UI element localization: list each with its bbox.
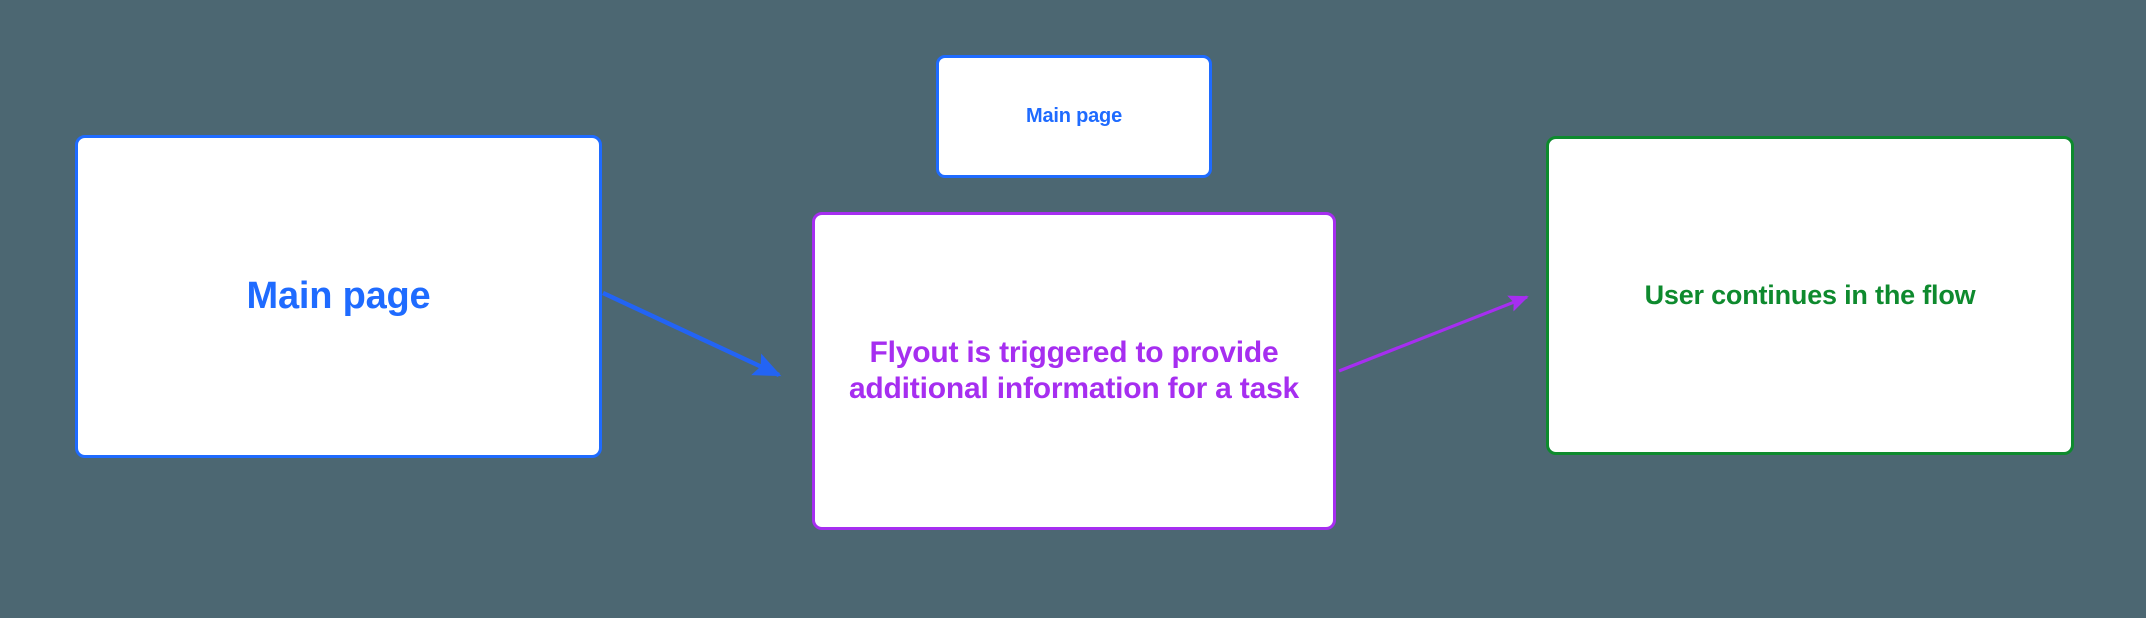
node-main-page-top-label: Main page [1026, 104, 1122, 127]
connector-main-page-to-flyout [602, 290, 782, 378]
node-main-page-left[interactable]: Main page [75, 135, 602, 458]
node-user-continues-label: User continues in the flow [1644, 279, 1976, 310]
node-flyout[interactable]: Flyout is triggered to provide additiona… [812, 212, 1336, 530]
node-user-continues[interactable]: User continues in the flow [1546, 136, 2074, 455]
connector-flyout-to-user-continues [1338, 295, 1529, 373]
node-main-page-top[interactable]: Main page [936, 55, 1212, 178]
node-main-page-left-label: Main page [246, 275, 431, 318]
node-flyout-label: Flyout is triggered to provide additiona… [848, 336, 1300, 405]
